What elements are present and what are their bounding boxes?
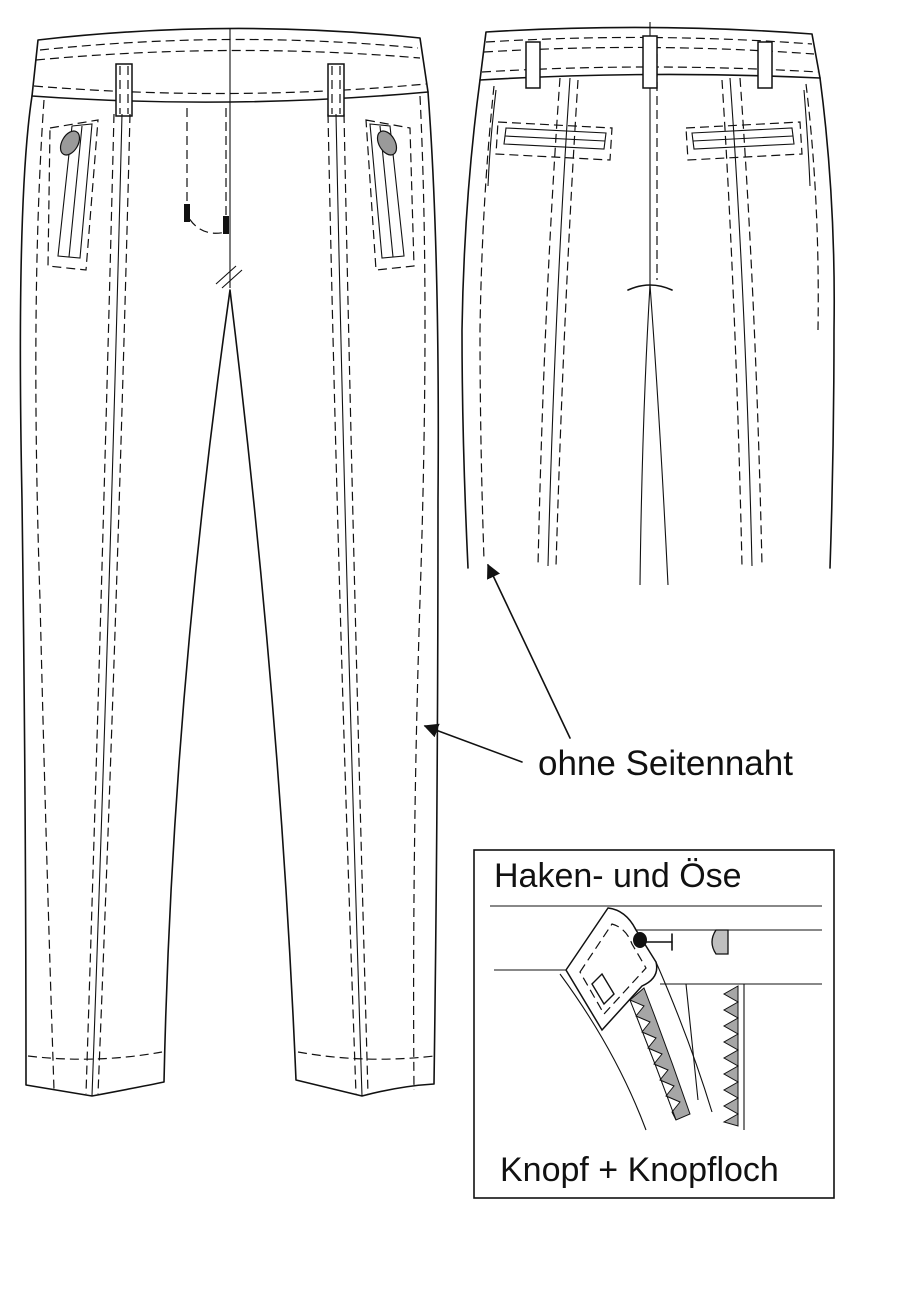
fly-curve [559,973,647,1131]
back-welt-pocket-left [495,121,613,161]
back-panel-seam-left [547,77,571,567]
front-zip-pocket-right [365,119,415,271]
zipper-teeth-left [629,999,681,1121]
zip-pull-left-icon [59,130,81,156]
front-belt-loop-left [115,63,133,117]
front-zip-pocket-left [47,119,99,271]
back-outline [461,77,836,569]
back-belt-loop-left [525,41,541,89]
button-buttonhole-label: Knopf + Knopfloch [500,1151,779,1189]
front-outline [19,91,440,1097]
front-panel-seam-left [85,113,131,1097]
front-hem-stitch-left [27,1051,163,1060]
zip-pull-right-icon [376,130,398,156]
front-panel-seam-right [327,113,369,1097]
back-belt-loop-right [757,41,773,89]
back-inseam [639,284,669,586]
front-side-stitch-right [413,95,426,1091]
hook-and-eye-label: Haken- und Öse [494,857,742,895]
front-side-stitch-left [35,99,55,1091]
trousers-front-view [19,27,440,1097]
back-welt-pocket-right [685,121,803,161]
no-side-seam-label: ohne Seitennaht [538,744,793,783]
fly-stitching [184,108,243,289]
back-belt-loop-center [642,35,658,89]
closure-detail-inset: Haken- und Öse Knopf + Knopfloch [473,849,835,1199]
zipper-teeth-right [722,985,740,1127]
hook-icon [633,932,647,948]
arrow-to-back-side [487,563,571,739]
back-panel-seam-right [729,77,753,567]
front-hem-stitch-right [297,1051,435,1060]
trousers-back-view [461,22,836,586]
front-belt-loop-right [327,63,345,117]
buttonhole-icon [591,972,615,1006]
arrow-to-front-side [423,723,523,763]
eye-icon [711,929,729,955]
